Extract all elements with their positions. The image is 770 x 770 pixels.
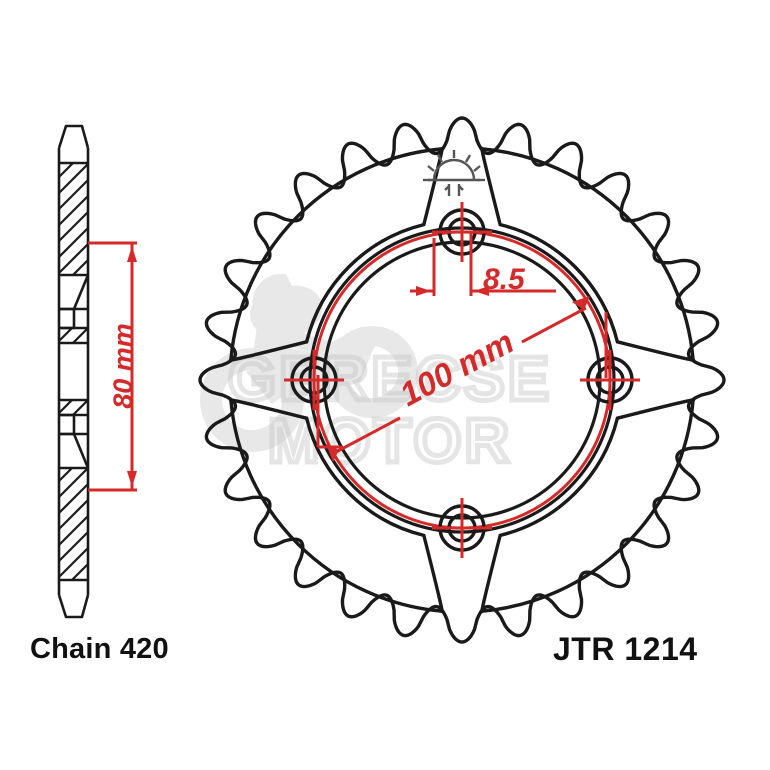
sun-stamp-icon [423, 150, 485, 196]
lightening-cutout [480, 398, 696, 614]
chain-size-label: Chain 420 [30, 633, 169, 665]
lightening-cutout [228, 398, 444, 614]
svg-text:GERECSE: GERECSE [228, 345, 552, 414]
watermark-text: GERECSE MOTOR [225, 343, 552, 479]
bolt-holes [284, 202, 640, 558]
dimension-80mm-label: 80 mm [108, 323, 138, 409]
dimension-100mm [316, 296, 608, 462]
dimension-80mm [88, 241, 137, 492]
dimension-8.5 [410, 232, 556, 296]
lightening-cutout [228, 146, 444, 362]
part-number-label: JTR 1214 [553, 631, 698, 667]
lightening-cutout [480, 146, 696, 362]
sprocket-tooth-outline [198, 116, 726, 644]
dimension-8.5-label: 8.5 [483, 263, 526, 296]
dimension-100mm-label: 100 mm [394, 323, 520, 413]
section-hatching [59, 163, 88, 580]
rider-silhouette-icon [200, 273, 418, 452]
lightening-cutouts [228, 146, 696, 614]
